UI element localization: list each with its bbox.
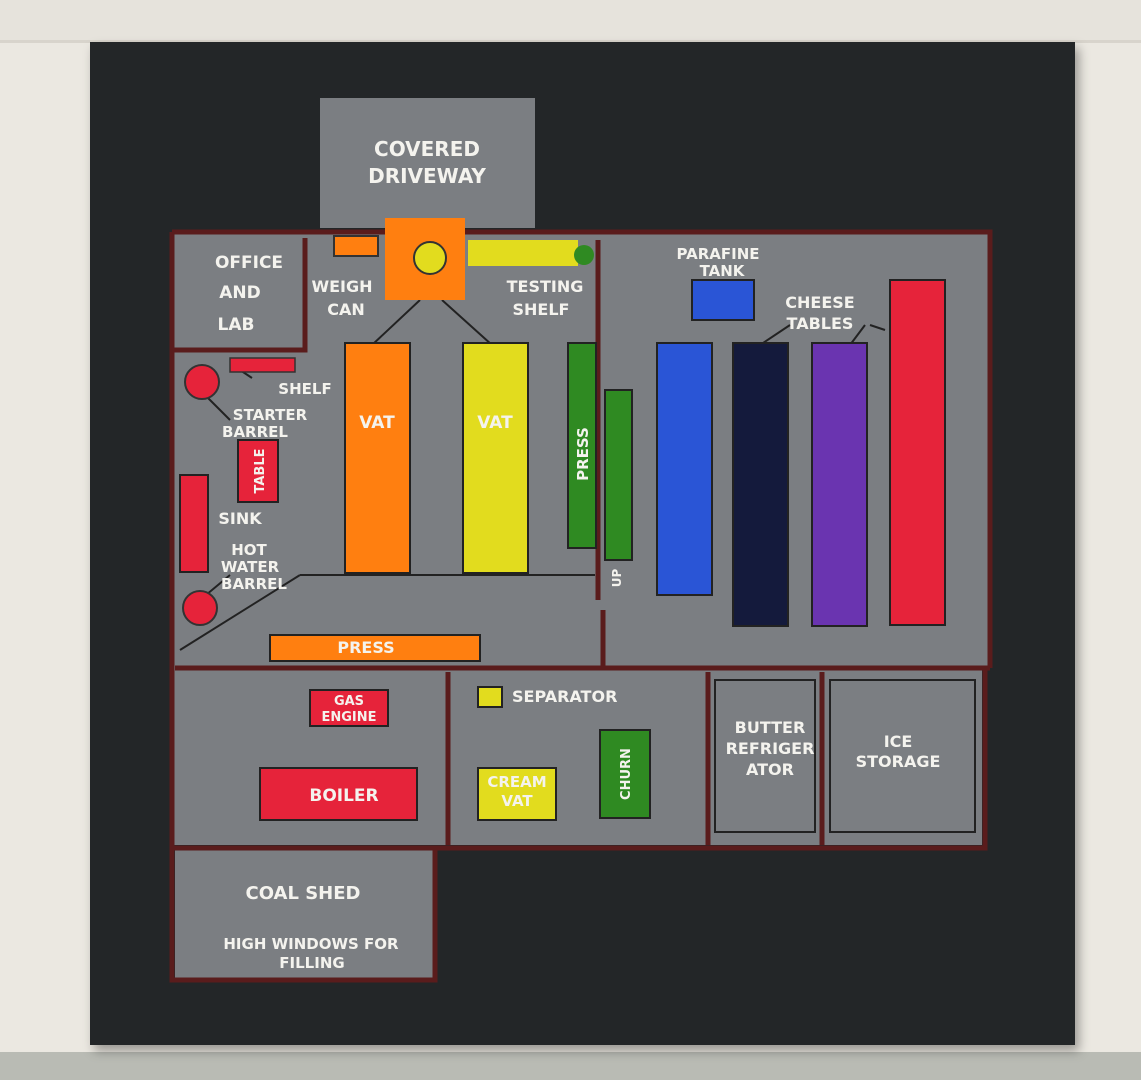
label-up: UP bbox=[610, 569, 624, 588]
label-separator: SEPARATOR bbox=[512, 687, 617, 706]
butter-room-outline bbox=[714, 679, 816, 833]
vat-yellow bbox=[462, 342, 529, 574]
label-cream-vat: VAT bbox=[501, 792, 533, 810]
hot-water-barrel bbox=[182, 590, 218, 626]
label-butter: BUTTER bbox=[735, 718, 806, 737]
label-testing: TESTING bbox=[507, 277, 584, 296]
label-shelf: SHELF bbox=[278, 380, 331, 398]
wall-press-divider bbox=[595, 240, 606, 668]
label-covered: COVERED bbox=[374, 137, 480, 161]
churn bbox=[599, 729, 651, 819]
label-engine: ENGINE bbox=[321, 710, 376, 725]
interior-lines bbox=[179, 299, 976, 833]
label-ice: ICE bbox=[884, 732, 913, 751]
label-tank: TANK bbox=[700, 262, 746, 280]
cheese-table-purple bbox=[811, 342, 868, 627]
testing-shelf bbox=[468, 240, 578, 266]
label-vat-yellow: VAT bbox=[477, 413, 513, 433]
label-refriger: REFRIGER bbox=[726, 739, 815, 758]
ice-room-outline bbox=[829, 679, 976, 833]
weigh-can-arrows bbox=[371, 299, 493, 346]
label-ator: ATOR bbox=[746, 760, 794, 779]
gas-engine bbox=[309, 689, 389, 727]
separator-box bbox=[477, 686, 503, 708]
wall-bottom-strip bbox=[0, 1052, 1141, 1080]
wall-office bbox=[172, 238, 308, 353]
cheese-table-arrows bbox=[759, 324, 886, 346]
cheese-table-blue bbox=[656, 342, 713, 596]
wall-outer-left bbox=[169, 232, 438, 983]
label-storage: STORAGE bbox=[856, 752, 941, 771]
label-table: TABLE bbox=[253, 449, 268, 494]
label-filling: FILLING bbox=[279, 954, 344, 972]
label-gas: GAS bbox=[334, 694, 364, 709]
press-orange bbox=[269, 634, 481, 662]
covered-driveway-room bbox=[320, 98, 535, 228]
parafine-tank bbox=[691, 279, 755, 321]
label-tables: TABLES bbox=[787, 314, 854, 333]
testing-shelf-drain bbox=[574, 245, 594, 265]
label-weigh: WEIGH bbox=[311, 277, 372, 296]
label-hot: HOT bbox=[231, 541, 267, 559]
wall-top-strip bbox=[0, 0, 1141, 43]
label-churn: CHURN bbox=[619, 748, 634, 800]
label-can: CAN bbox=[327, 300, 365, 319]
label-shelf-testing: SHELF bbox=[513, 300, 570, 319]
label-starter: STARTER bbox=[233, 406, 308, 424]
sink-red bbox=[179, 474, 209, 573]
cheese-table-navy bbox=[732, 342, 789, 627]
weigh-can-steps bbox=[333, 235, 379, 257]
label-office: OFFICE bbox=[215, 253, 283, 273]
label-high-windows: HIGH WINDOWS FOR bbox=[223, 935, 399, 953]
stairs-up bbox=[604, 389, 633, 561]
cheese-table-red bbox=[889, 279, 946, 626]
label-parafine: PARAFINE bbox=[676, 245, 759, 263]
label-sink: SINK bbox=[218, 509, 262, 528]
table-red bbox=[237, 439, 279, 503]
label-cream: CREAM bbox=[487, 773, 546, 791]
label-press-orange: PRESS bbox=[337, 638, 394, 657]
vat-orange bbox=[344, 342, 411, 574]
label-press-green: PRESS bbox=[574, 427, 592, 481]
wall-outer-bottom bbox=[172, 668, 988, 851]
label-and: AND bbox=[219, 283, 261, 303]
label-cheese: CHEESE bbox=[785, 293, 854, 312]
starter-barrel bbox=[184, 364, 220, 400]
weigh-can-circle bbox=[413, 241, 447, 275]
shelf-red bbox=[229, 357, 296, 373]
label-vat-orange: VAT bbox=[359, 413, 395, 433]
cream-vat bbox=[477, 767, 557, 821]
boiler bbox=[259, 767, 418, 821]
label-driveway: DRIVEWAY bbox=[368, 164, 486, 188]
label-coal-shed: COAL SHED bbox=[246, 883, 361, 904]
label-water: WATER bbox=[221, 558, 280, 576]
coal-shed-room bbox=[175, 850, 437, 980]
door-swing-line bbox=[179, 574, 301, 651]
label-barrel-starter: BARREL bbox=[222, 423, 288, 441]
label-barrel-hot: BARREL bbox=[221, 575, 287, 593]
label-lab: LAB bbox=[218, 315, 255, 335]
labels: COVERED DRIVEWAY OFFICE AND LAB WEIGH CA… bbox=[215, 137, 940, 972]
press-green bbox=[567, 342, 597, 549]
label-boiler: BOILER bbox=[309, 786, 378, 806]
